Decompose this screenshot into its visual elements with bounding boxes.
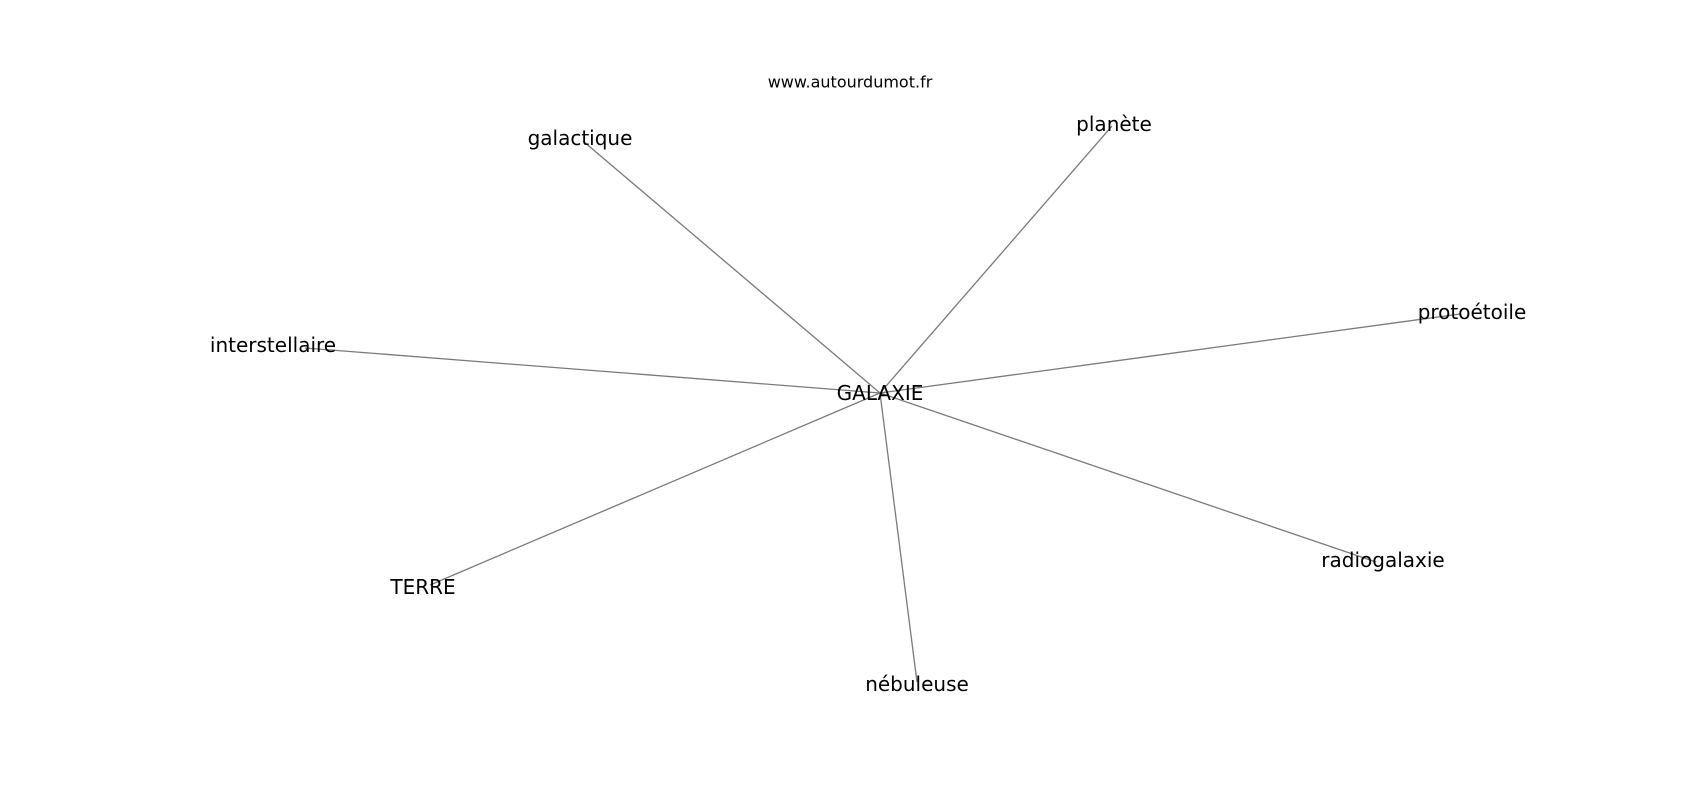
edge-protoetoile — [879, 313, 1461, 394]
node-label-radiogalaxie: radiogalaxie — [1321, 548, 1445, 572]
edge-radiogalaxie — [879, 392, 1377, 563]
node-label-interstellaire: interstellaire — [209, 333, 337, 357]
node-label-galactique: galactique — [527, 126, 633, 150]
edge-interstellaire — [304, 347, 881, 394]
node-label-terre: TERRE — [390, 575, 456, 599]
node-label-planete: planète — [1076, 112, 1152, 136]
edge-galactique — [582, 140, 881, 394]
node-label-nebuleuse: nébuleuse — [865, 672, 969, 696]
node-label-protoetoile: protoétoile — [1417, 300, 1527, 324]
source-watermark: www.autourdumot.fr — [767, 72, 933, 92]
edge-nebuleuse — [879, 392, 918, 683]
edge-planete — [879, 125, 1113, 394]
edge-terre — [429, 392, 881, 586]
center-node-label: GALAXIE — [836, 381, 924, 405]
